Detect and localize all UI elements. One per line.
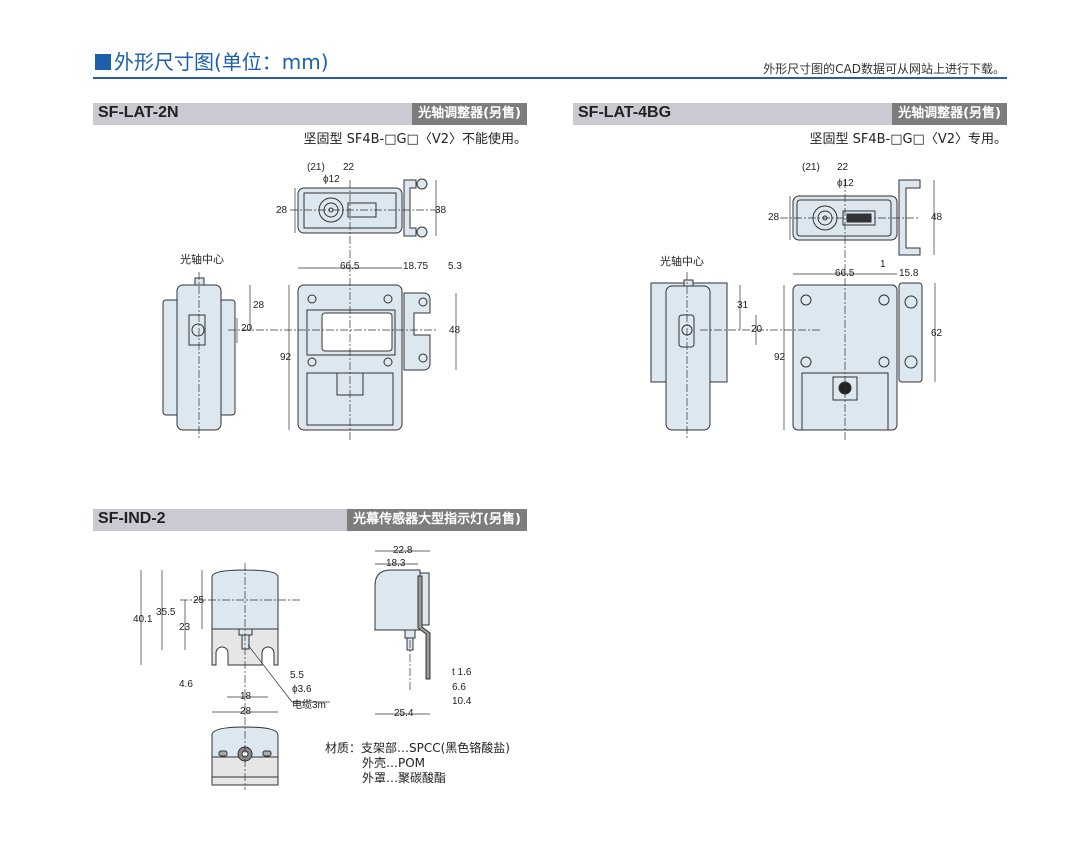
title-divider [93,77,1007,79]
dim-label: 66.5 [340,261,360,272]
dim-label: (21) [802,162,820,173]
dim-label: 10.4 [452,696,472,707]
lat2n-top-bracket [403,179,417,237]
model-name: SF-LAT-4BG [578,104,672,121]
optical-axis-label: 光轴中心 [180,254,224,266]
dim-label: 电缆3m [292,700,326,711]
model-name: SF-LAT-2N [98,104,179,121]
dim-label: 5.5 [290,670,304,681]
dim-label: 31 [737,300,749,311]
dim-label: 5.3 [448,261,462,272]
section-note: 坚固型 SF4B-□G□〈V2〉不能使用。 [303,132,527,147]
dim-label: 18 [240,691,252,702]
product-tag: 光幕传感器大型指示灯(另售) [347,509,527,531]
dim-label: 62 [931,328,943,339]
section-header-sf-lat-4bg: SF-LAT-4BG 光轴调整器(另售) [573,103,1007,125]
dim-label: 6.6 [452,682,466,693]
product-tag: 光轴调整器(另售) [412,103,527,125]
lat2n-front-bracket [403,292,431,371]
ind2-side-bracket [417,575,431,680]
dim-label: 25.4 [394,708,414,719]
dim-label: 28 [276,205,288,216]
dim-label: 1 [880,259,886,270]
ind2-side-cover [374,569,421,631]
dim-label: 18.75 [403,261,429,272]
materials-line: 材质：支架部…SPCC(黑色铬酸盐) [325,741,510,755]
dim-label: 22 [837,162,849,173]
dim-label: 38 [435,205,447,216]
dim-label: 92 [280,352,292,363]
dim-label: 22 [343,162,355,173]
dim-label: 35.5 [156,607,176,618]
model-name: SF-IND-2 [98,510,166,527]
dim-label: 23 [179,622,191,633]
dim-label: 66.5 [835,268,855,279]
page-title-text: 外形尺寸图(单位：mm) [114,50,329,74]
title-square-icon [95,54,111,70]
lat4bg-top-bracket [898,179,921,256]
dim-label: 20 [241,323,253,334]
dim-label: 40.1 [133,614,153,625]
dim-label: ϕ12 [323,174,340,185]
dim-label: (21) [307,162,325,173]
dim-label: 28 [253,300,265,311]
dim-label: 4.6 [179,679,193,690]
dim-label: 28 [240,706,252,717]
dim-label: 15.8 [899,268,919,279]
dim-label: 22.8 [393,545,413,556]
product-tag: 光轴调整器(另售) [892,103,1007,125]
materials-line: 外壳…POM [362,756,426,770]
section-header-sf-ind-2: SF-IND-2 光幕传感器大型指示灯(另售) [93,509,527,531]
optical-axis-label: 光轴中心 [660,256,704,268]
materials-line: 外罩…聚碳酸酯 [362,771,447,785]
dim-label: 20 [751,324,763,335]
dim-label: 28 [768,212,780,223]
dim-label: 92 [774,352,786,363]
dim-label: 25 [193,595,205,606]
cad-download-note: 外形尺寸图的CAD数据可从网站上进行下载。 [763,62,1005,76]
section-note: 坚固型 SF4B-□G□〈V2〉专用。 [809,132,1007,147]
lat4bg-front-bracket [898,282,923,383]
dim-label: 18.3 [386,558,406,569]
page-title: 外形尺寸图(单位：mm) [95,46,329,75]
dim-label: ϕ3.6 [292,684,312,695]
dim-label: 48 [931,212,943,223]
section-header-sf-lat-2n: SF-LAT-2N 光轴调整器(另售) [93,103,527,125]
lat4bg-side-body [665,285,711,431]
dim-label: ϕ12 [837,178,854,189]
dim-label: 48 [449,325,461,336]
dim-label: t 1.6 [452,667,472,678]
